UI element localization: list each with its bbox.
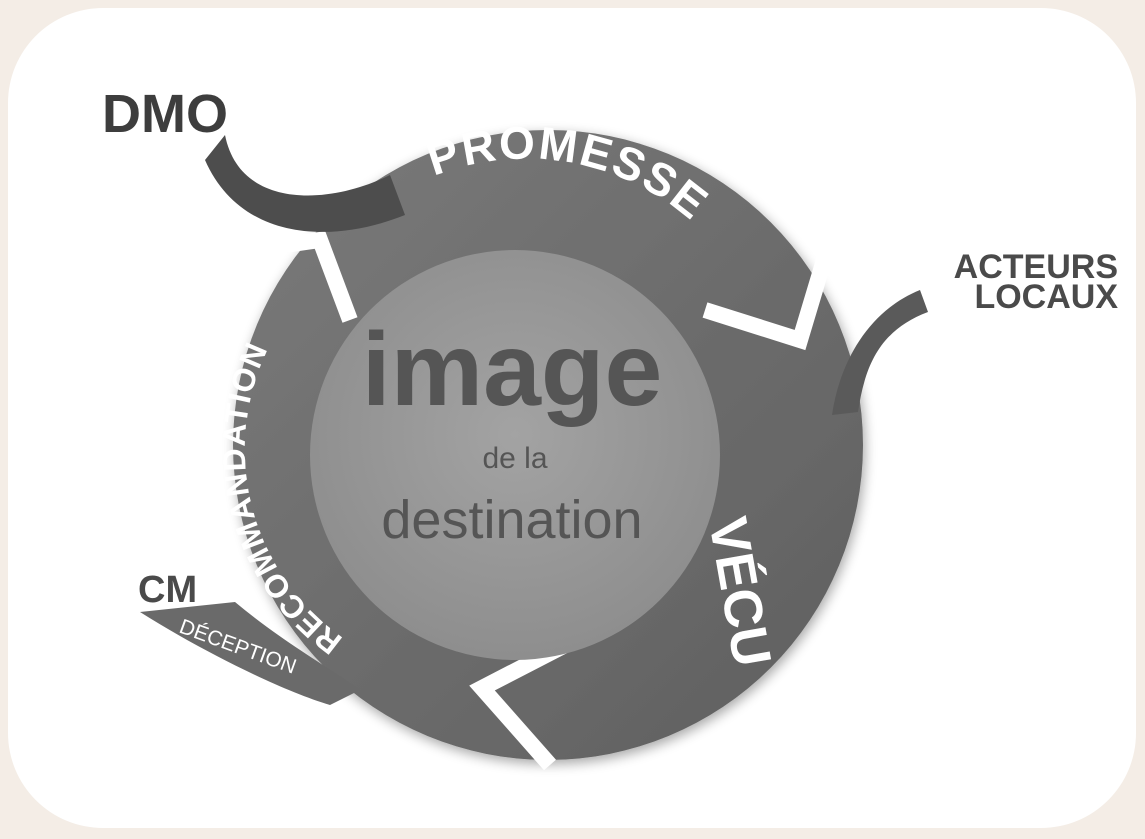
center-subtitle-2: destination — [381, 490, 642, 550]
center-subtitle-1: de la — [482, 442, 547, 475]
center-disc — [310, 250, 720, 660]
actor-label-locaux: LOCAUX — [974, 278, 1118, 316]
cm-tail — [140, 602, 360, 705]
center-title: image — [362, 312, 663, 428]
actor-label-acteurs: ACTEURS — [954, 248, 1118, 286]
actor-label-dmo: DMO — [102, 84, 228, 144]
actor-label-cm: CM — [138, 569, 197, 611]
dmo-tail — [205, 135, 405, 232]
separator-top-left — [213, 231, 358, 323]
separator-top-right — [702, 237, 838, 351]
acteurs-locaux-tail — [832, 290, 928, 415]
